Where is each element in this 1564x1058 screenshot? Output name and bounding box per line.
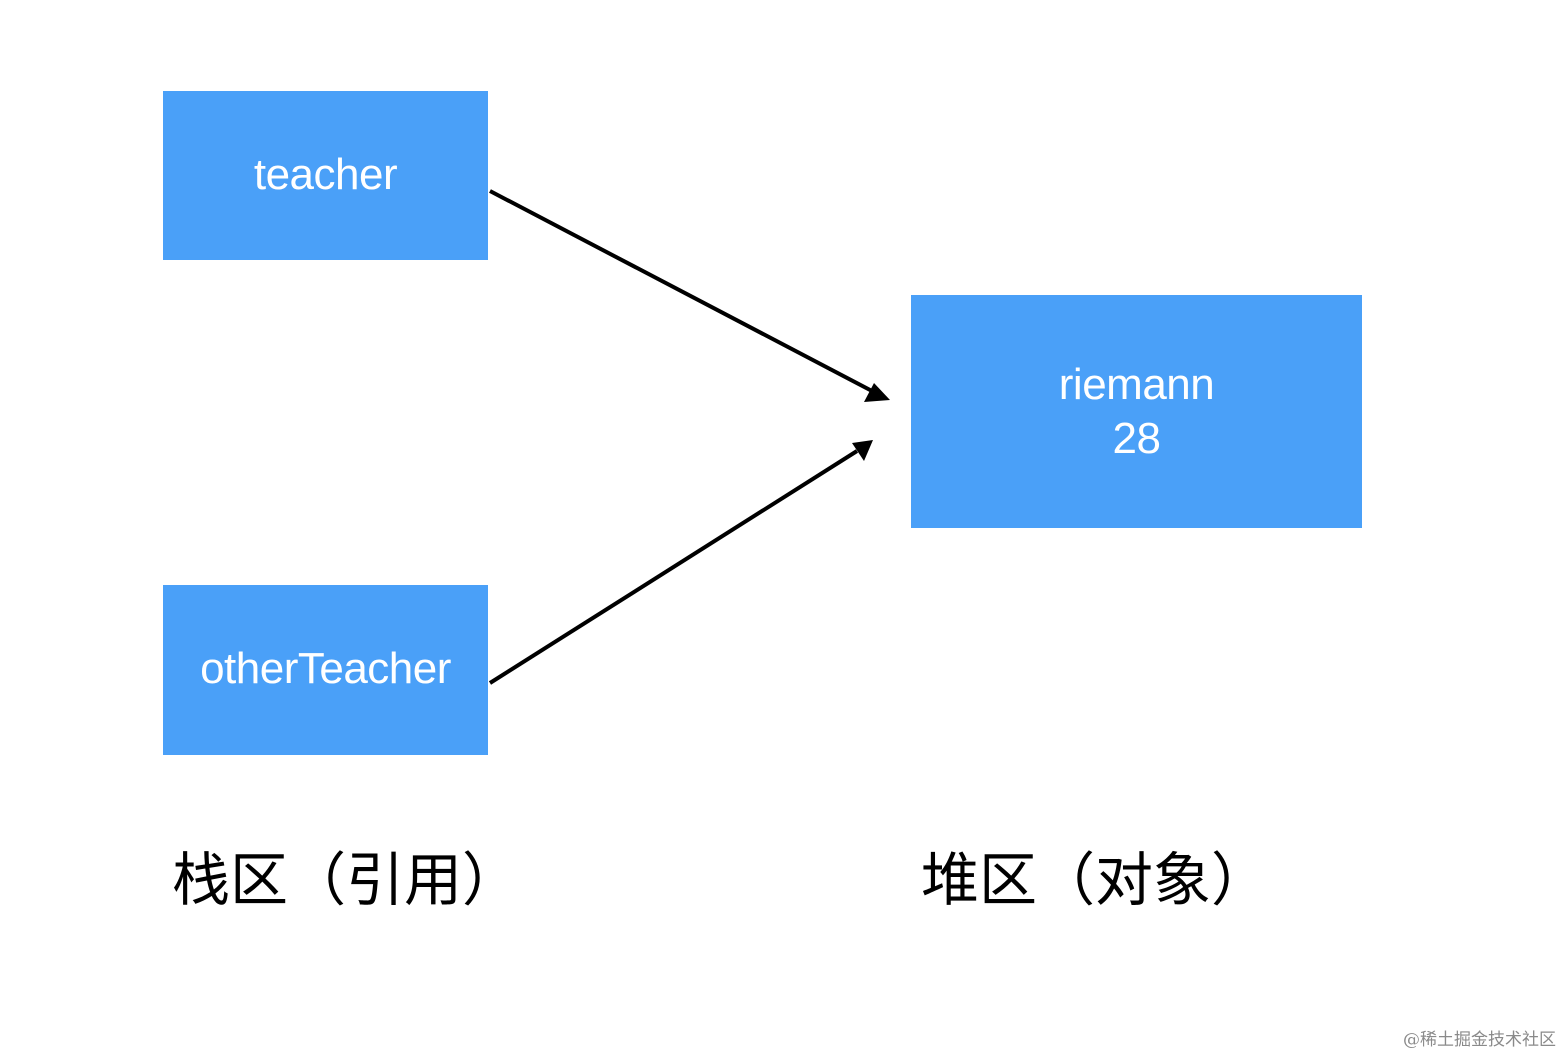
stack-region-label: 栈区（引用） — [172, 846, 521, 914]
stack-box-teacher: teacher — [163, 91, 488, 260]
heap-region-label: 堆区（对象） — [921, 846, 1270, 914]
arrow-otherteacher-to-object — [488, 440, 873, 685]
teacher-label: teacher — [253, 149, 398, 199]
watermark: @稀土掘金技术社区 — [1403, 1030, 1556, 1050]
arrow-teacher-to-object — [489, 189, 890, 402]
object-value: 28 — [1112, 413, 1161, 463]
heap-object-box: riemann 28 — [911, 295, 1362, 528]
stack-box-otherteacher: otherTeacher — [163, 585, 488, 755]
otherteacher-label: otherTeacher — [200, 644, 451, 694]
object-name: riemann — [1058, 359, 1215, 409]
